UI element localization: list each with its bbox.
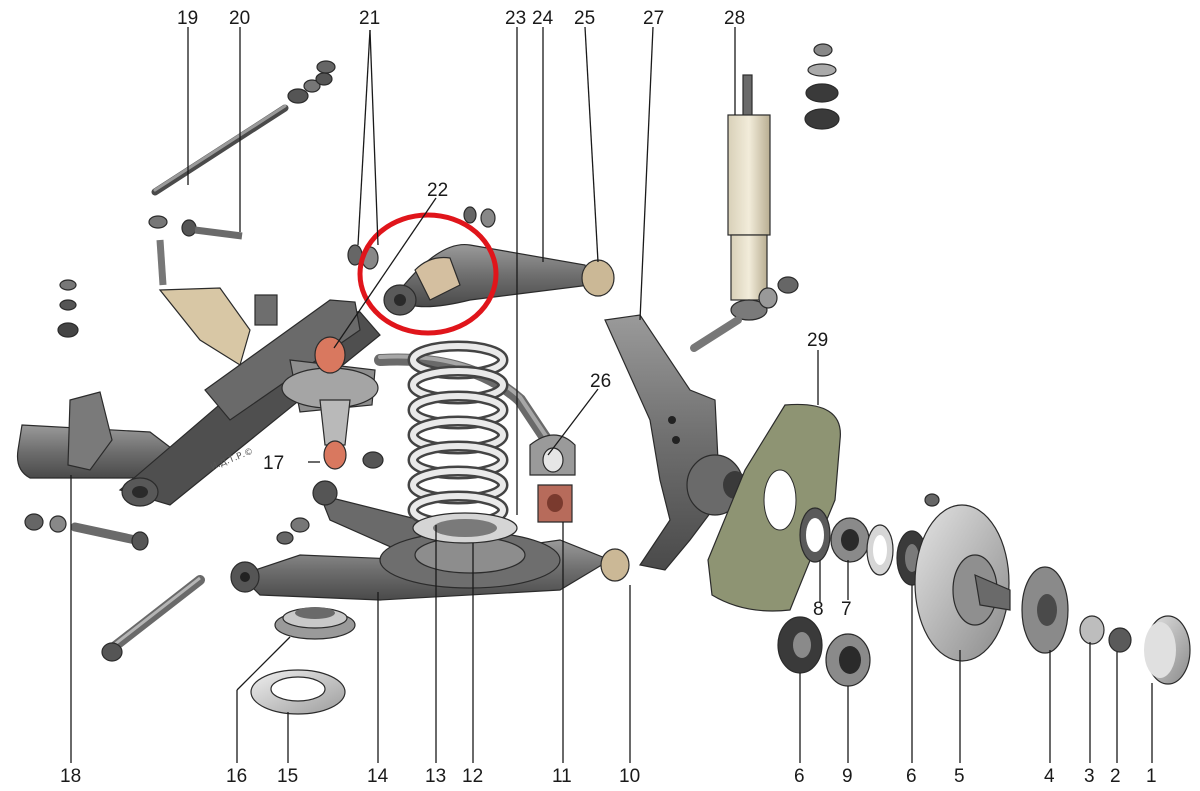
label-11: 11: [552, 766, 572, 787]
lower-control-arm-part: [230, 480, 630, 601]
label-24: 24: [532, 8, 554, 29]
label-7: 7: [841, 599, 852, 620]
dust-cap-part: [1144, 615, 1191, 685]
label-8: 8: [813, 599, 824, 620]
callout-labels: 1 2 3 4 5 6 9 6 7 8 10 11 12 13 14 15 16…: [60, 8, 1157, 787]
spring-cup-part: [412, 512, 518, 544]
label-23: 23: [505, 8, 526, 29]
label-6-left: 6: [794, 766, 805, 787]
thrust-washer-part: [1079, 615, 1105, 645]
label-12: 12: [462, 766, 483, 787]
short-bolt-part: [57, 215, 243, 338]
label-14: 14: [367, 766, 389, 787]
label-21: 21: [359, 8, 380, 29]
label-18: 18: [60, 766, 81, 787]
label-20: 20: [229, 8, 250, 29]
clamp-part: [529, 434, 576, 476]
washer-pair-part: [347, 206, 496, 270]
label-28: 28: [724, 8, 745, 29]
label-16: 16: [226, 766, 247, 787]
stabilizer-cushion-part: [537, 484, 573, 523]
label-15: 15: [277, 766, 298, 787]
label-3: 3: [1084, 766, 1095, 787]
upper-control-arm-part: [383, 243, 615, 316]
steering-knuckle-part: [604, 314, 747, 571]
highlight-circle: [357, 212, 499, 336]
label-2: 2: [1110, 766, 1121, 787]
label-1: 1: [1146, 766, 1157, 787]
label-17: 17: [263, 453, 284, 474]
hub-flange-part: [1021, 566, 1069, 654]
label-29: 29: [807, 330, 828, 351]
leader-lines: [70, 26, 1153, 763]
seal-part: [799, 507, 831, 563]
label-22: 22: [427, 180, 448, 201]
bump-stop-bracket: [281, 336, 379, 470]
label-13: 13: [425, 766, 446, 787]
shock-absorber-part: [690, 43, 840, 352]
inner-bearing-part: [830, 517, 870, 563]
coil-spring-part: [407, 340, 509, 530]
label-26: 26: [590, 371, 611, 392]
spring-insulator-part: [250, 669, 346, 715]
label-25: 25: [574, 8, 595, 29]
label-27: 27: [643, 8, 664, 29]
label-19: 19: [177, 8, 198, 29]
brake-disc-part: [914, 493, 1011, 662]
long-bolt-part: [151, 60, 336, 196]
label-5: 5: [954, 766, 965, 787]
label-9: 9: [842, 766, 853, 787]
lower-seal-part: [777, 616, 823, 674]
lower-bolts-part: [24, 451, 384, 662]
label-6-right: 6: [906, 766, 917, 787]
brake-shield-part: [707, 403, 841, 612]
spacer-ring-part: [866, 524, 894, 576]
label-4: 4: [1044, 766, 1055, 787]
hub-nut-part: [1108, 627, 1132, 653]
spring-seat-part: [274, 607, 356, 640]
outer-bearing-part: [825, 633, 871, 687]
label-10: 10: [619, 766, 640, 787]
outer-seal-part: [896, 530, 928, 586]
